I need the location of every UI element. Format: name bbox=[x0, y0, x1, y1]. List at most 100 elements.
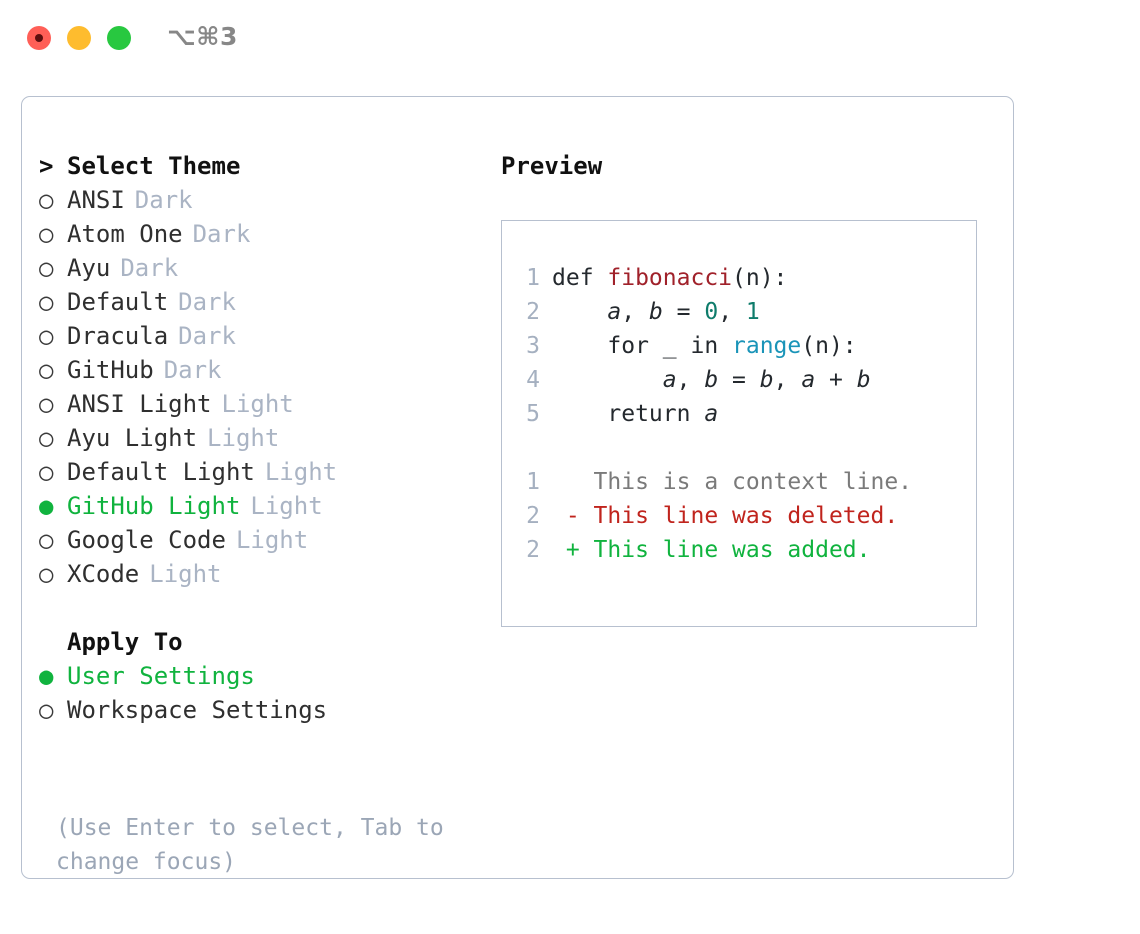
radio-selected-icon: ● bbox=[39, 492, 54, 520]
radio-unselected-icon: ○ bbox=[39, 254, 54, 282]
code-token-kw: def bbox=[552, 265, 608, 291]
apply-to-header: Apply To bbox=[39, 625, 489, 659]
theme-item-label: Ayu Light bbox=[67, 424, 198, 452]
code-token-plain: , bbox=[676, 367, 705, 393]
window-controls bbox=[27, 26, 131, 50]
radio-unselected-icon: ○ bbox=[39, 288, 54, 316]
apply-to-option-user-settings[interactable]: ● User Settings bbox=[39, 659, 489, 693]
code-token-var: b bbox=[648, 299, 663, 325]
code-token-var: a bbox=[801, 367, 816, 393]
code-token-plain: , bbox=[621, 299, 649, 325]
keyboard-hint: (Use Enter to select, Tab to change focu… bbox=[56, 815, 444, 875]
theme-item-label: GitHub bbox=[67, 356, 154, 384]
apply-to-option-workspace-settings[interactable]: ○ Workspace Settings bbox=[39, 693, 489, 727]
theme-item-variant-tag: Light bbox=[264, 458, 338, 486]
theme-item-variant-tag: Light bbox=[207, 424, 280, 452]
code-line: 5 return a bbox=[514, 397, 912, 431]
radio-unselected-icon: ○ bbox=[39, 458, 54, 486]
theme-item-ansi[interactable]: ○ ANSI Dark bbox=[39, 183, 489, 217]
line-number: 2 bbox=[526, 537, 540, 563]
code-token-plain bbox=[552, 299, 607, 325]
diff-line-text: + This line was added. bbox=[552, 537, 871, 563]
code-token-var: a bbox=[704, 401, 719, 427]
line-number: 4 bbox=[526, 367, 540, 393]
code-token-plain: , bbox=[718, 299, 746, 325]
apply-to-title: Apply To bbox=[67, 628, 183, 656]
theme-item-dracula[interactable]: ○ Dracula Dark bbox=[39, 319, 489, 353]
radio-unselected-icon: ○ bbox=[39, 696, 54, 724]
theme-item-variant-tag: Dark bbox=[178, 322, 236, 350]
code-token-builtin: range bbox=[732, 333, 802, 359]
apply-to-list: ● User Settings ○ Workspace Settings bbox=[39, 659, 489, 727]
theme-item-ayu[interactable]: ○ Ayu Dark bbox=[39, 251, 489, 285]
apply-to-option-label: Workspace Settings bbox=[67, 696, 328, 724]
radio-unselected-icon: ○ bbox=[39, 424, 54, 452]
preview-box: 1 def fibonacci (n): 2 a, b = 0, 1 3 for _ i… bbox=[501, 220, 977, 627]
minimize-button-icon[interactable] bbox=[67, 26, 91, 50]
radio-unselected-icon: ○ bbox=[39, 526, 54, 554]
theme-item-ayu-light[interactable]: ○ Ayu Light Light bbox=[39, 421, 489, 455]
apply-to-option-label: User Settings bbox=[67, 662, 255, 690]
radio-unselected-icon: ○ bbox=[39, 390, 54, 418]
code-token-num: 0 bbox=[704, 299, 719, 325]
theme-item-label: Default bbox=[67, 288, 169, 316]
theme-item-variant-tag: Dark bbox=[134, 186, 193, 214]
theme-item-github-light[interactable]: ● GitHub Light Light bbox=[39, 489, 489, 523]
line-number: 1 bbox=[526, 265, 540, 291]
radio-unselected-icon: ○ bbox=[39, 322, 54, 350]
code-line: 4 a, b = b, a + b bbox=[514, 363, 912, 397]
diff-line-text: This is a context line. bbox=[552, 469, 913, 495]
diff-line-del: 2 - This line was deleted. bbox=[514, 499, 912, 533]
theme-item-label: GitHub Light bbox=[67, 492, 241, 520]
theme-item-variant-tag: Dark bbox=[178, 288, 236, 316]
maximize-button-icon[interactable] bbox=[107, 26, 131, 50]
theme-item-variant-tag: Dark bbox=[163, 356, 222, 384]
close-button-icon[interactable] bbox=[27, 26, 51, 50]
diff-line-text: - This line was deleted. bbox=[552, 503, 899, 529]
theme-item-default-light[interactable]: ○ Default Light Light bbox=[39, 455, 489, 489]
radio-unselected-icon: ○ bbox=[39, 560, 54, 588]
theme-item-github[interactable]: ○ GitHub Dark bbox=[39, 353, 489, 387]
code-token-plain: (n): bbox=[801, 333, 857, 359]
radio-unselected-icon: ○ bbox=[39, 356, 54, 384]
theme-item-variant-tag: Dark bbox=[192, 220, 251, 248]
theme-item-label: XCode bbox=[67, 560, 140, 588]
prompt-caret-icon: > bbox=[39, 152, 54, 180]
code-token-plain: for _ in bbox=[552, 333, 733, 359]
theme-item-default[interactable]: ○ Default Dark bbox=[39, 285, 489, 319]
code-line: 3 for _ in range(n): bbox=[514, 329, 912, 363]
code-token-var: b bbox=[856, 367, 871, 393]
code-diff-separator bbox=[514, 431, 912, 465]
code-token-var: b bbox=[704, 367, 719, 393]
code-token-fn: fibonacci bbox=[607, 265, 733, 291]
title-bar: ⌥⌘3 bbox=[0, 0, 1140, 78]
code-token-num: 1 bbox=[745, 299, 760, 325]
code-token-var: a bbox=[662, 367, 677, 393]
radio-unselected-icon: ○ bbox=[39, 186, 54, 214]
diff-line-add: 2 + This line was added. bbox=[514, 533, 912, 567]
theme-item-variant-tag: Light bbox=[250, 492, 323, 520]
theme-item-label: Ayu bbox=[67, 254, 111, 282]
line-number: 1 bbox=[526, 469, 540, 495]
theme-item-label: Default Light bbox=[67, 458, 255, 486]
code-preview: 1 def fibonacci (n): 2 a, b = 0, 1 3 for _ i… bbox=[514, 261, 912, 567]
line-number: 2 bbox=[526, 299, 540, 325]
theme-item-label: ANSI bbox=[67, 186, 125, 214]
code-token-plain: = bbox=[718, 367, 760, 393]
theme-item-variant-tag: Dark bbox=[120, 254, 179, 282]
theme-item-variant-tag: Light bbox=[221, 390, 294, 418]
theme-item-label: Atom One bbox=[67, 220, 183, 248]
code-token-plain bbox=[552, 367, 663, 393]
theme-item-variant-tag: Light bbox=[235, 526, 309, 554]
apply-to-marker-placeholder bbox=[39, 625, 67, 659]
radio-selected-icon: ● bbox=[39, 662, 54, 690]
theme-item-label: Dracula bbox=[67, 322, 169, 350]
